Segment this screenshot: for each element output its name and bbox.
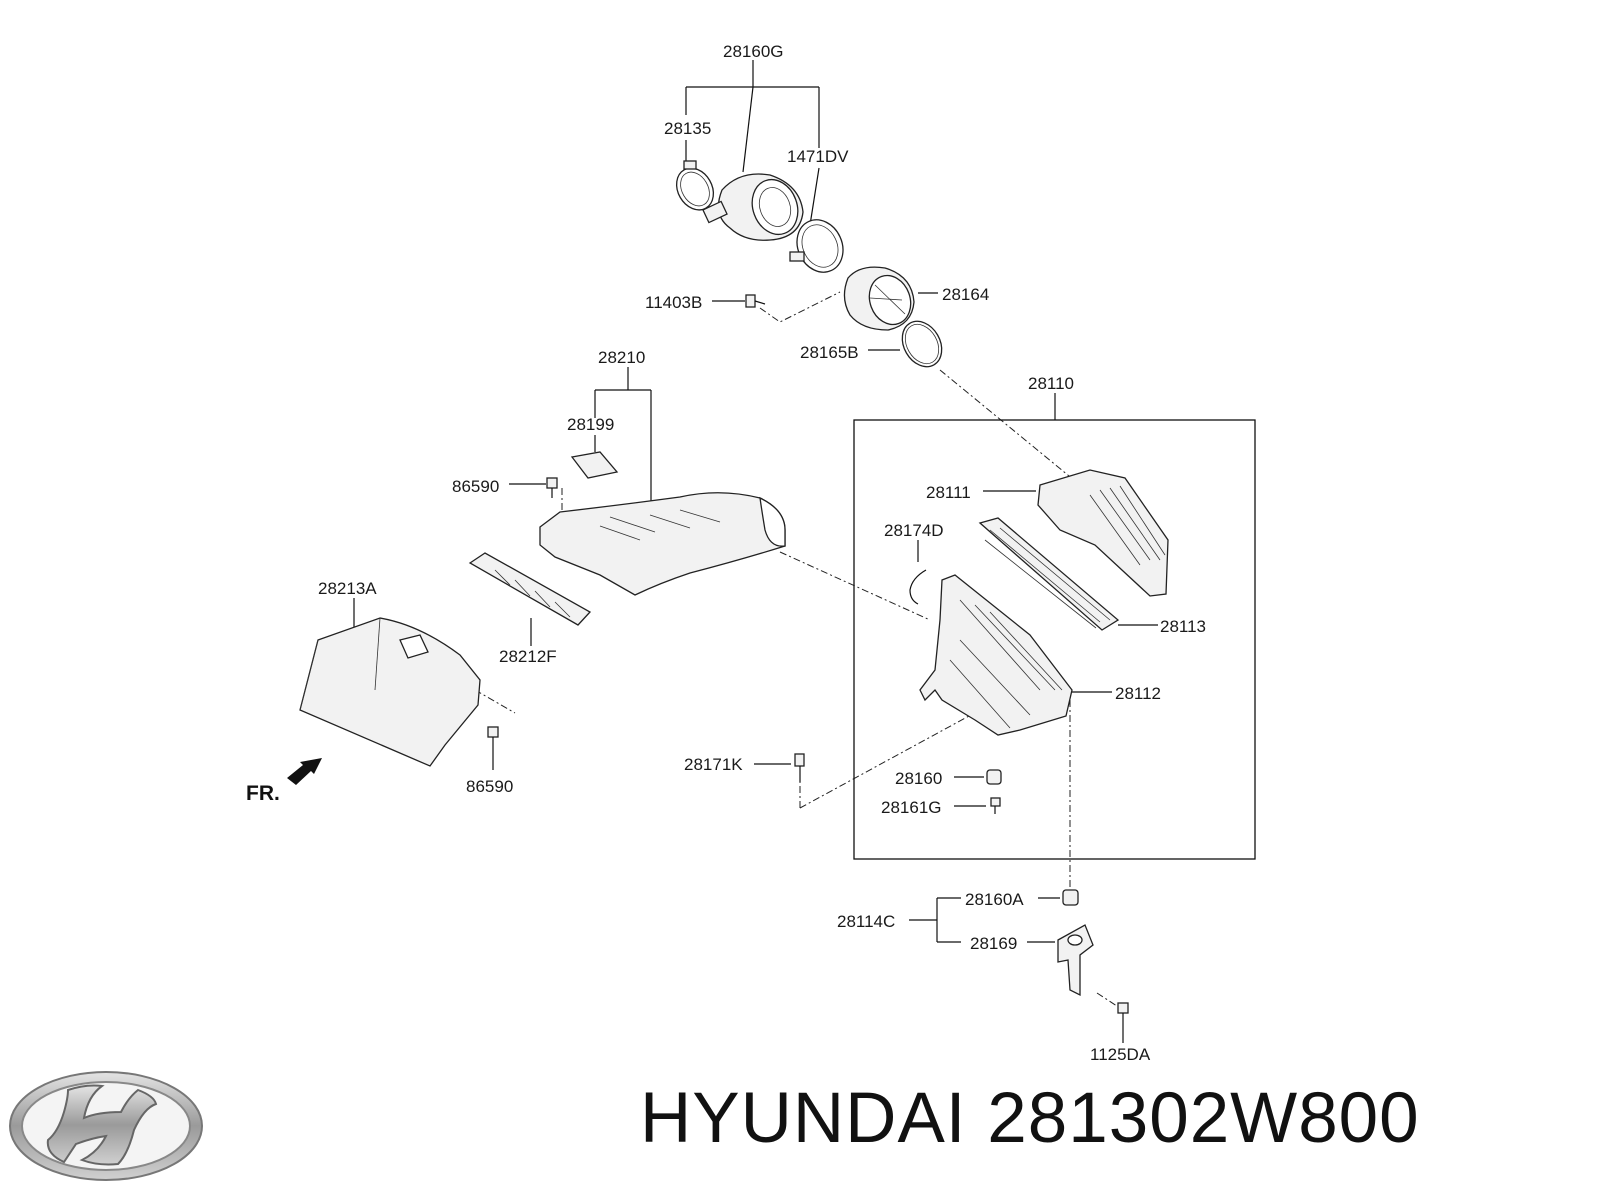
label-28210: 28210: [598, 348, 645, 367]
ring-28165B: [901, 320, 943, 368]
lower-housing-28112: [919, 574, 1073, 736]
label-28199: 28199: [567, 415, 614, 434]
label-28174D: 28174D: [884, 521, 944, 540]
label-28160A: 28160A: [965, 890, 1024, 909]
caption-title: HYUNDAI 281302W800: [640, 1079, 1420, 1158]
bolt-11403B: [745, 294, 766, 308]
bolt-28171K: [794, 753, 805, 782]
label-28135: 28135: [664, 119, 711, 138]
label-28161G: 28161G: [881, 798, 942, 817]
label-28113: 28113: [1160, 617, 1206, 636]
bolt-1125DA: [1117, 1002, 1129, 1018]
clamp-1471DV: [789, 219, 844, 273]
grill-28212F: [468, 552, 592, 626]
label-28164: 28164: [942, 285, 989, 304]
label-28160G: 28160G: [723, 42, 784, 61]
grommet-28160: [986, 769, 1002, 785]
leader-lines: [353, 60, 1158, 1043]
intake-duct-28210: [539, 492, 786, 596]
front-arrow-icon: [287, 758, 322, 785]
air-flow-sensor-28160G: [702, 173, 804, 241]
label-1471DV: 1471DV: [787, 147, 849, 166]
filter-element-28113: [978, 517, 1120, 631]
label-86590-top: 86590: [452, 477, 499, 496]
hyundai-logo-icon: [9, 1071, 203, 1181]
label-28110: 28110: [1028, 374, 1074, 393]
screw-86590-bottom: [487, 726, 499, 743]
label-28171K: 28171K: [684, 755, 743, 774]
upper-housing-28111: [1037, 469, 1169, 597]
label-28165B: 28165B: [800, 343, 859, 362]
label-28111: 28111: [926, 483, 971, 502]
label-plate-28199: [570, 451, 619, 479]
label-28169: 28169: [970, 934, 1017, 953]
duct-28164: [843, 266, 915, 331]
bracket-28169: [1057, 924, 1094, 997]
label-86590-bottom: 86590: [466, 777, 513, 796]
label-28114C: 28114C: [837, 912, 895, 931]
label-11403B: 11403B: [645, 293, 702, 312]
label-28212F: 28212F: [499, 647, 557, 666]
grommet-28160A: [1062, 889, 1079, 906]
cover-28213A: [299, 617, 481, 767]
screw-86590-top: [546, 477, 558, 498]
part-labels: 28160G 28135 1471DV 11403B 28164 28165B …: [246, 42, 1206, 1064]
hose-28174D: [909, 569, 927, 605]
label-1125DA: 1125DA: [1090, 1045, 1151, 1064]
air-cleaner-assembly-box: [853, 419, 1256, 860]
label-28160: 28160: [895, 769, 942, 788]
label-28112: 28112: [1115, 684, 1161, 703]
pin-28161G: [990, 797, 1001, 814]
front-marker-label: FR.: [246, 782, 280, 805]
label-28213A: 28213A: [318, 579, 377, 598]
